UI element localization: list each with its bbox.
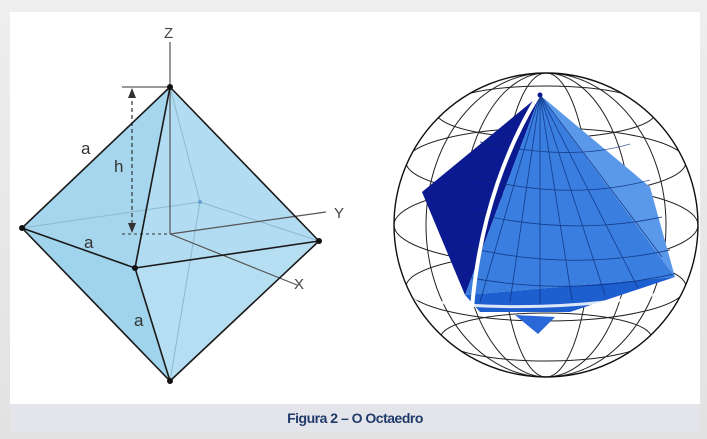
figure-svg: Z Y X a a a h — [19, 25, 699, 384]
x-axis-label: X — [294, 276, 304, 293]
octahedron-face-upper-right — [135, 87, 319, 268]
sphere-highlight-stripe — [470, 94, 540, 309]
sphere-top-vertex — [537, 92, 543, 98]
caption-bar: Figura 2 – O Octaedro — [10, 404, 700, 432]
height-label: h — [114, 157, 123, 176]
sphere-wireframe-front — [465, 94, 675, 304]
y-axis-label: Y — [334, 205, 344, 222]
octahedron-vertices — [19, 84, 322, 384]
sphere-octahedron-bottom-face — [465, 277, 675, 312]
z-axis-label: Z — [164, 25, 173, 42]
octahedron-diagram: Z Y X a a a h — [19, 25, 344, 384]
sphere-octahedron-under-tip — [515, 315, 555, 334]
y-axis-line — [169, 211, 327, 235]
octahedron-visible-edges — [21, 86, 320, 382]
edge-label-lower: a — [134, 311, 144, 330]
octahedron-center-point — [198, 200, 202, 204]
sphere-equator-highlight — [409, 285, 686, 309]
sphere-outline — [393, 72, 699, 378]
edge-label-upper-left: a — [81, 139, 91, 158]
edge-label-middle: a — [84, 233, 94, 252]
x-axis-line — [169, 233, 298, 286]
octahedron-axes — [169, 42, 327, 286]
height-dimension — [122, 86, 170, 235]
sphere-octahedron-main-face — [465, 95, 675, 295]
sphere-diagram — [393, 72, 699, 378]
figure-panel: Z Y X a a a h — [10, 12, 700, 404]
figure-caption: Figura 2 – O Octaedro — [287, 410, 423, 426]
